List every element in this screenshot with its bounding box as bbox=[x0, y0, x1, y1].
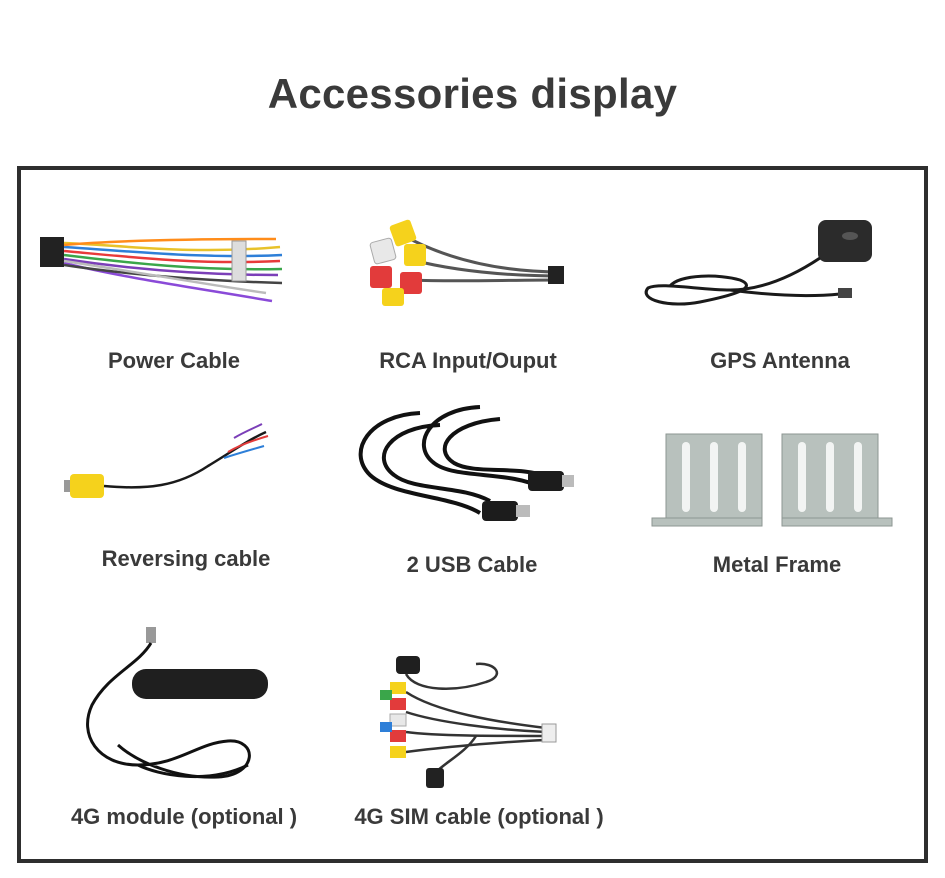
power-cable-image bbox=[40, 237, 283, 303]
reversing-cable-image bbox=[64, 423, 269, 498]
4g-sim-cable-image bbox=[380, 656, 557, 788]
metal-frame-image bbox=[651, 433, 893, 527]
accessory-label: Metal Frame bbox=[712, 552, 842, 577]
accessories-frame bbox=[17, 166, 928, 863]
accessory-label: RCA Input/Ouput bbox=[379, 348, 557, 373]
usb-cable-image bbox=[358, 405, 574, 521]
accessory-label: GPS Antenna bbox=[710, 348, 850, 373]
page-title: Accessories display bbox=[267, 70, 678, 117]
accessory-label: 4G module (optional ) bbox=[70, 804, 298, 829]
4g-module-image bbox=[86, 627, 268, 779]
accessory-label: Power Cable bbox=[107, 348, 241, 373]
accessory-label: 2 USB Cable bbox=[406, 552, 538, 577]
rca-cable-image bbox=[369, 219, 564, 306]
accessory-label: 4G SIM cable (optional ) bbox=[354, 804, 604, 829]
accessory-label: Reversing cable bbox=[101, 546, 271, 571]
gps-antenna-image bbox=[644, 220, 872, 306]
